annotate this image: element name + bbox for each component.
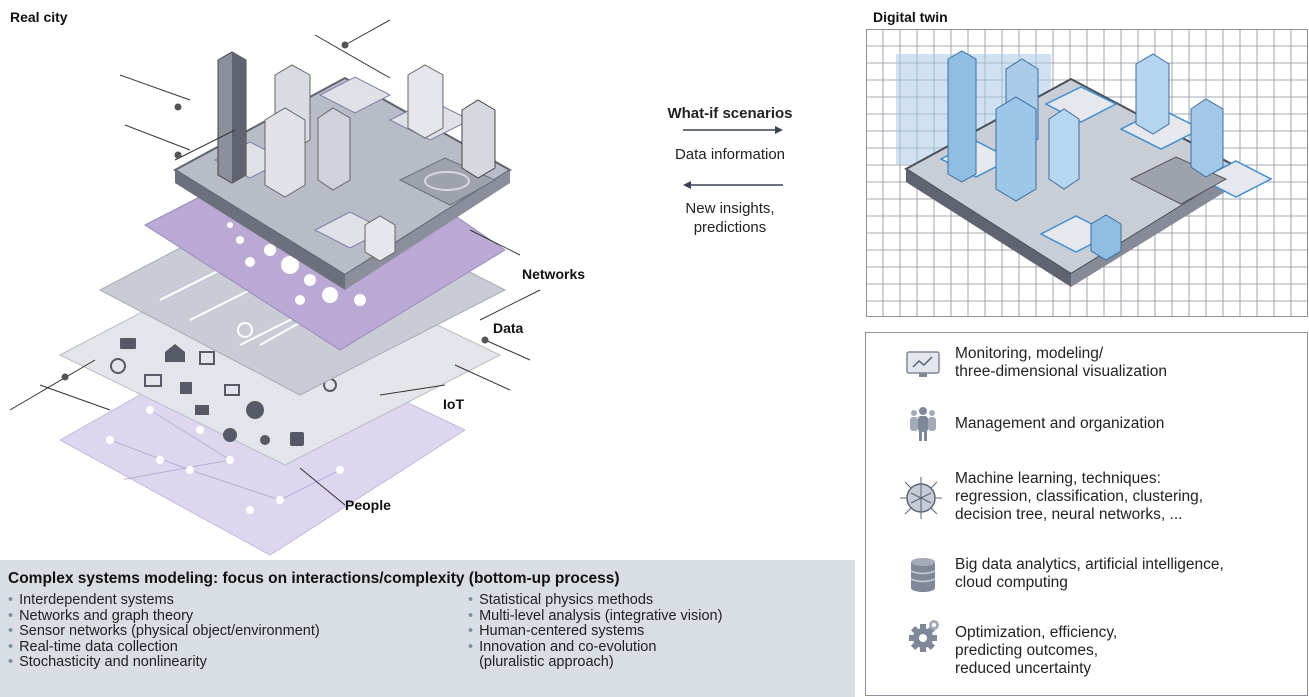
list-item: •Networks and graph theory xyxy=(8,607,194,624)
right-arrow-icon xyxy=(683,126,783,134)
data-label: Data xyxy=(493,320,524,336)
city-buildings xyxy=(217,51,496,262)
database-icon xyxy=(910,558,936,592)
list-item: •Statistical physics methods xyxy=(468,592,654,608)
twin-item-big-data: Big data analytics, artificial intellige… xyxy=(955,556,1224,591)
list-item: •(pluralistic approach) xyxy=(479,654,614,671)
people-label: People xyxy=(345,497,391,513)
list-item: •Interdependent systems xyxy=(8,592,174,608)
complex-systems-right-list: •Statistical physics methods •Multi-leve… xyxy=(468,592,723,671)
complex-systems-title: Complex systems modeling: focus on inter… xyxy=(8,570,620,587)
gear-icon xyxy=(909,620,939,652)
data-information-label: Data information xyxy=(674,146,786,163)
brain-chip-icon xyxy=(900,477,942,519)
twin-item-optimization: Optimization, efficiency, predicting out… xyxy=(955,624,1118,677)
list-item: •Real-time data collection xyxy=(8,638,178,655)
digital-twin-illustration xyxy=(866,29,1308,317)
list-item: •Multi-level analysis (integrative visio… xyxy=(468,607,723,624)
real-city-title: Real city xyxy=(10,9,68,25)
real-city-illustration xyxy=(9,20,541,556)
twin-item-monitoring: Monitoring, modeling/ three-dimensional … xyxy=(955,345,1167,380)
left-arrow-icon xyxy=(683,181,783,189)
complex-systems-left-list: •Interdependent systems •Networks and gr… xyxy=(8,592,320,671)
monitor-chart-icon xyxy=(906,351,940,377)
twin-item-machine-learning: Machine learning, techniques: regression… xyxy=(955,470,1204,523)
what-if-scenarios-label: What-if scenarios xyxy=(667,105,793,122)
people-icon xyxy=(910,407,936,441)
list-item: •Sensor networks (physical object/enviro… xyxy=(8,623,320,640)
list-item: •Innovation and co-evolution xyxy=(468,638,657,655)
twin-capabilities-panel xyxy=(865,332,1308,696)
networks-label: Networks xyxy=(522,266,586,282)
complex-systems-panel xyxy=(0,560,855,697)
list-item: •Human-centered systems xyxy=(468,623,645,640)
twin-item-management: Management and organization xyxy=(955,415,1165,432)
new-insights-label: New insights, predictions xyxy=(685,200,775,236)
iot-label: IoT xyxy=(443,396,464,412)
digital-twin-title: Digital twin xyxy=(873,9,948,25)
list-item: •Stochasticity and nonlinearity xyxy=(8,654,207,671)
